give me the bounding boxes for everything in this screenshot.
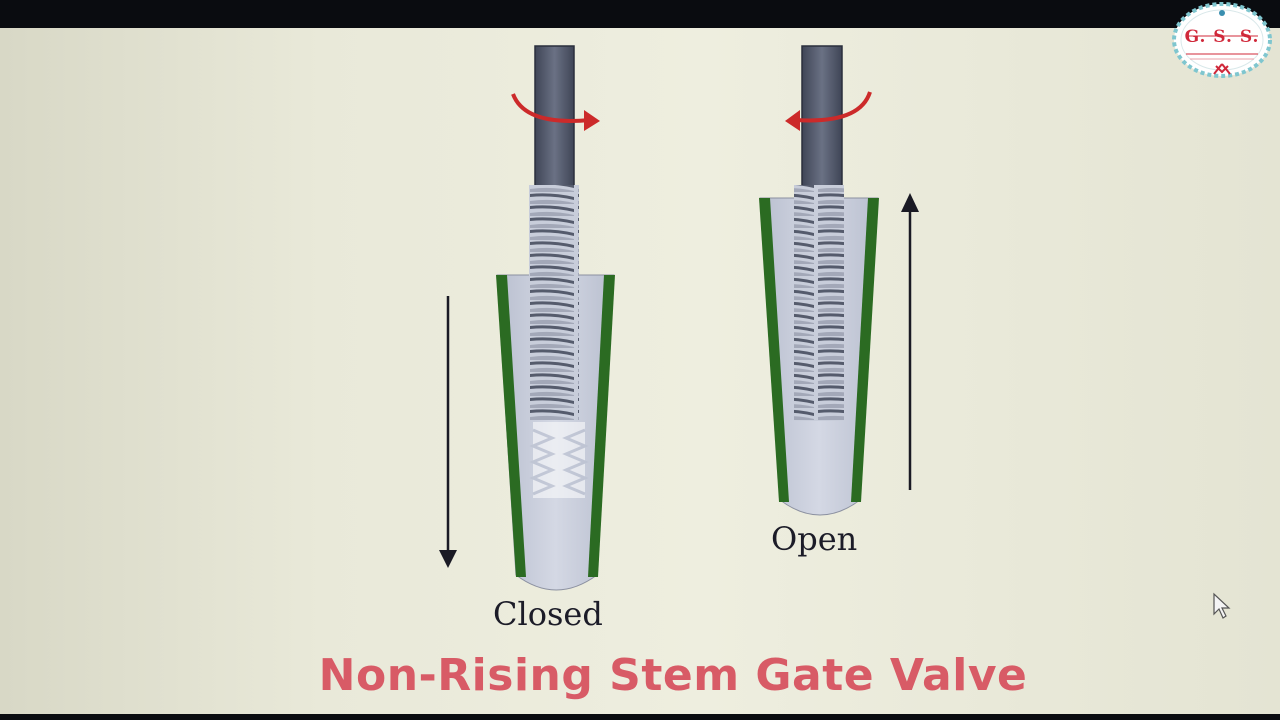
closed-gate-edge-left — [496, 275, 526, 577]
rotation-arrowhead — [785, 110, 800, 131]
open-valve — [759, 45, 919, 516]
up-arrowhead — [901, 193, 919, 212]
mouse-pointer-icon — [1213, 592, 1231, 619]
rotation-arrow-icon — [795, 91, 872, 123]
logo-badge-icon: G. S. S. — [1172, 2, 1272, 78]
rotation-arrow-icon — [511, 93, 591, 123]
closed-thread-cavity — [529, 422, 589, 498]
open-gate-edge-left — [759, 198, 789, 502]
down-arrowhead — [439, 550, 457, 568]
diagram-title: Non-Rising Stem Gate Valve — [318, 650, 1028, 701]
closed-label: Closed — [493, 595, 603, 633]
rotation-arrowhead — [584, 110, 600, 131]
closed-valve — [439, 45, 615, 591]
logo-text: G. S. S. — [1184, 27, 1260, 47]
open-stem-thread — [794, 185, 844, 421]
open-gate-edge-right — [851, 198, 879, 502]
open-label: Open — [771, 520, 858, 558]
closed-gate-edge-right — [588, 275, 615, 577]
screen — [0, 28, 1280, 714]
closed-stem-thread — [529, 185, 579, 420]
